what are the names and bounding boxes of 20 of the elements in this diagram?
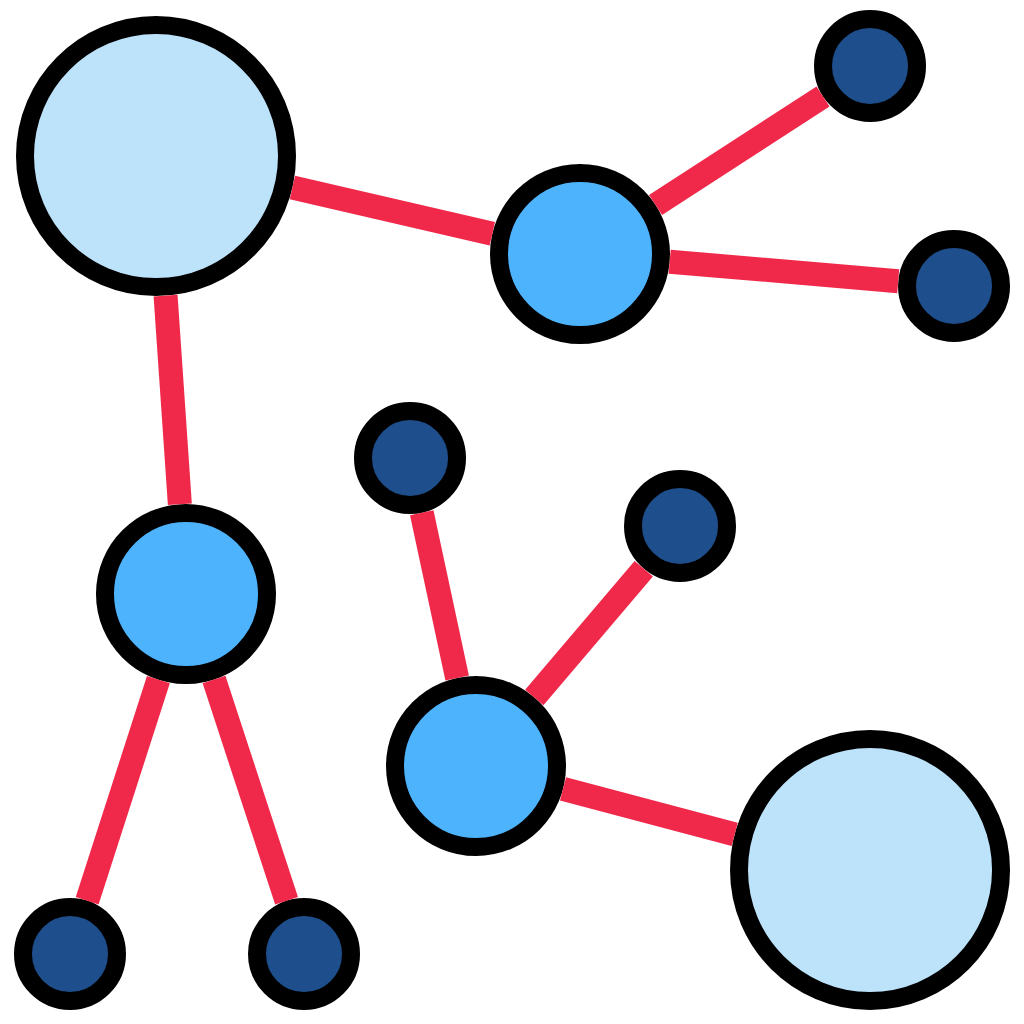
network-node [730,730,1010,1010]
connector-line [525,560,653,706]
connector-line [202,675,298,905]
network-node [96,504,276,684]
connector-line [75,676,170,905]
connector-line [668,249,900,294]
connector-line [153,294,192,506]
network-node [354,402,466,514]
network-node [898,230,1010,342]
connector-line [289,175,496,246]
network-node [624,470,736,582]
network-node [386,676,566,856]
network-node [14,898,126,1010]
network-node [814,10,926,122]
network-node [16,16,296,296]
connector-line [649,86,830,216]
network-node [490,164,670,344]
connector-line [410,510,469,681]
connector-line [560,777,738,846]
network-node [248,898,360,1010]
